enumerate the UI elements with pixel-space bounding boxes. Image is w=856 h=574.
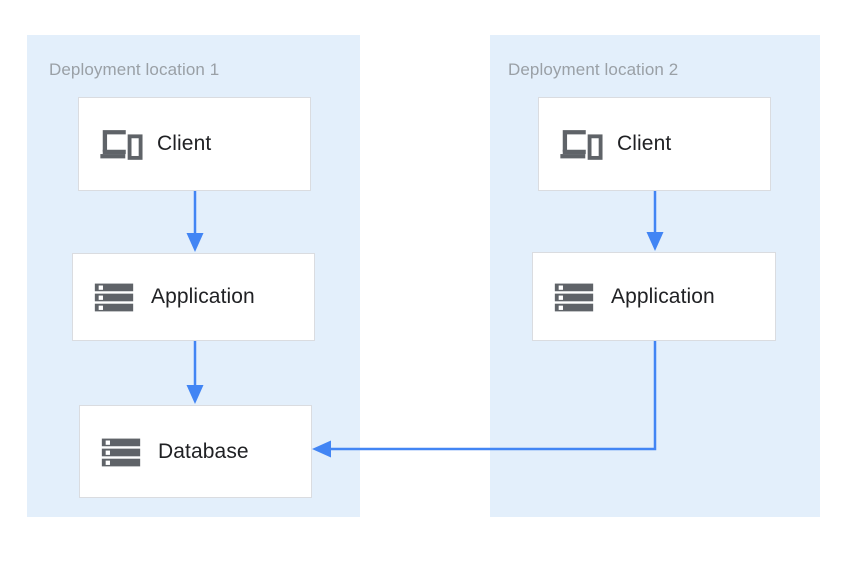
node-application-2[interactable]: Application bbox=[532, 252, 776, 341]
zone-title-deployment-location-1: Deployment location 1 bbox=[49, 60, 220, 79]
devices-icon bbox=[560, 130, 603, 160]
node-client-2[interactable]: Client bbox=[538, 97, 771, 191]
server-icon bbox=[554, 283, 594, 311]
node-application-1[interactable]: Application bbox=[72, 253, 315, 341]
node-client-1[interactable]: Client bbox=[78, 97, 311, 191]
devices-icon bbox=[100, 130, 143, 160]
node-label-application-1: Application bbox=[151, 285, 255, 308]
zone-title-deployment-location-2: Deployment location 2 bbox=[508, 60, 679, 79]
node-database-1[interactable]: Database bbox=[79, 405, 312, 498]
node-label-client-1: Client bbox=[157, 132, 212, 155]
server-icon bbox=[94, 283, 134, 312]
node-label-client-2: Client bbox=[617, 132, 672, 155]
node-label-application-2: Application bbox=[611, 284, 715, 308]
server-icon bbox=[101, 438, 141, 466]
node-label-database-1: Database bbox=[158, 439, 249, 463]
